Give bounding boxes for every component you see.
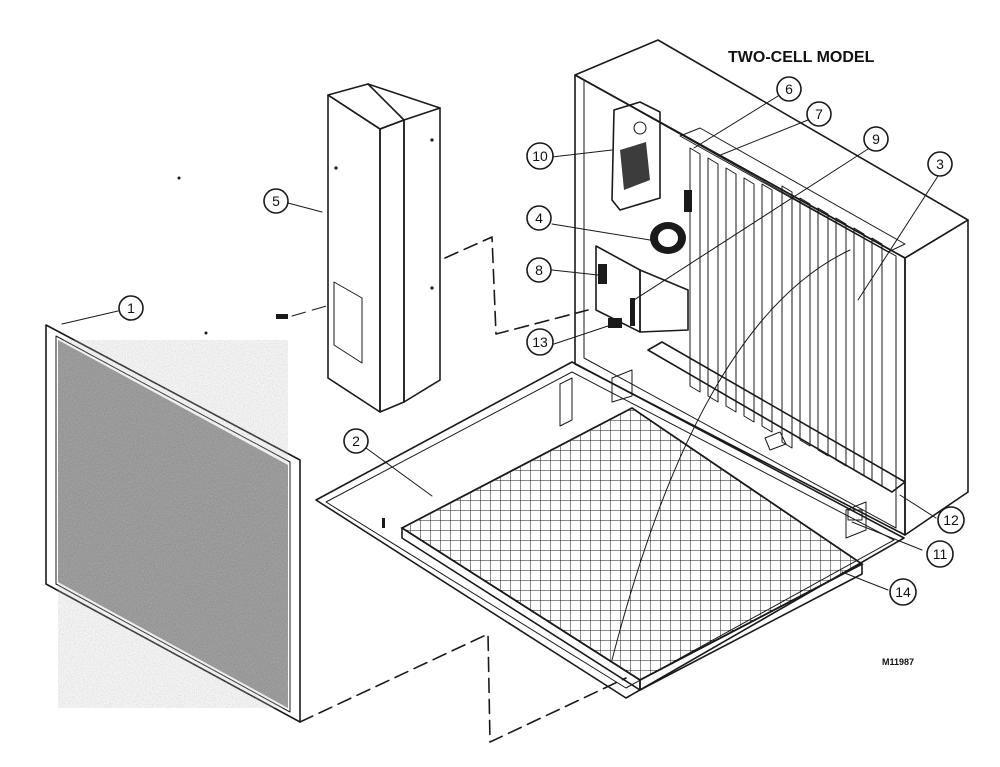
svg-text:2: 2 bbox=[352, 433, 360, 449]
base-tray bbox=[315, 361, 905, 699]
switch-8 bbox=[598, 264, 607, 284]
diagram-title: TWO-CELL MODEL bbox=[728, 49, 875, 66]
callout-13: 13 bbox=[526, 328, 554, 356]
callout-3: 3 bbox=[927, 151, 953, 177]
svg-text:5: 5 bbox=[272, 193, 280, 209]
stray-dot bbox=[204, 331, 208, 335]
connector-13 bbox=[608, 318, 622, 328]
svg-text:4: 4 bbox=[535, 210, 543, 226]
figure-code: M11987 bbox=[882, 657, 914, 667]
power-supply-assembly bbox=[595, 101, 692, 333]
svg-text:7: 7 bbox=[815, 106, 823, 122]
callout-7: 7 bbox=[806, 101, 832, 127]
svg-text:1: 1 bbox=[127, 300, 135, 316]
svg-text:14: 14 bbox=[895, 584, 911, 600]
callout-1: 1 bbox=[118, 295, 144, 321]
callout-14: 14 bbox=[889, 578, 917, 606]
callout-5: 5 bbox=[263, 188, 289, 214]
transformer-10 bbox=[620, 142, 650, 190]
callout-12: 12 bbox=[937, 506, 965, 534]
svg-text:12: 12 bbox=[943, 512, 959, 528]
callout-2: 2 bbox=[343, 428, 369, 454]
cover-label bbox=[333, 281, 363, 364]
prefilter-panel bbox=[45, 324, 301, 723]
leader-lines bbox=[61, 95, 939, 591]
callout-11: 11 bbox=[926, 540, 954, 568]
svg-text:13: 13 bbox=[532, 334, 548, 350]
cabinet-housing bbox=[574, 39, 969, 661]
side-cover-panel bbox=[276, 83, 441, 413]
svg-text:6: 6 bbox=[785, 81, 793, 97]
board-9 bbox=[630, 298, 635, 326]
alignment-lines bbox=[299, 236, 627, 743]
svg-text:9: 9 bbox=[872, 131, 880, 147]
mesh-collector-grid bbox=[400, 406, 864, 691]
svg-text:8: 8 bbox=[535, 262, 543, 278]
callout-6: 6 bbox=[776, 76, 802, 102]
svg-text:3: 3 bbox=[936, 156, 944, 172]
callout-10: 10 bbox=[526, 142, 554, 170]
stray-dot bbox=[177, 176, 181, 180]
svg-text:11: 11 bbox=[933, 546, 948, 562]
callout-9: 9 bbox=[863, 126, 889, 152]
callout-8: 8 bbox=[526, 257, 552, 283]
callout-4: 4 bbox=[526, 205, 552, 231]
svg-text:10: 10 bbox=[532, 148, 548, 164]
screw bbox=[276, 314, 288, 319]
